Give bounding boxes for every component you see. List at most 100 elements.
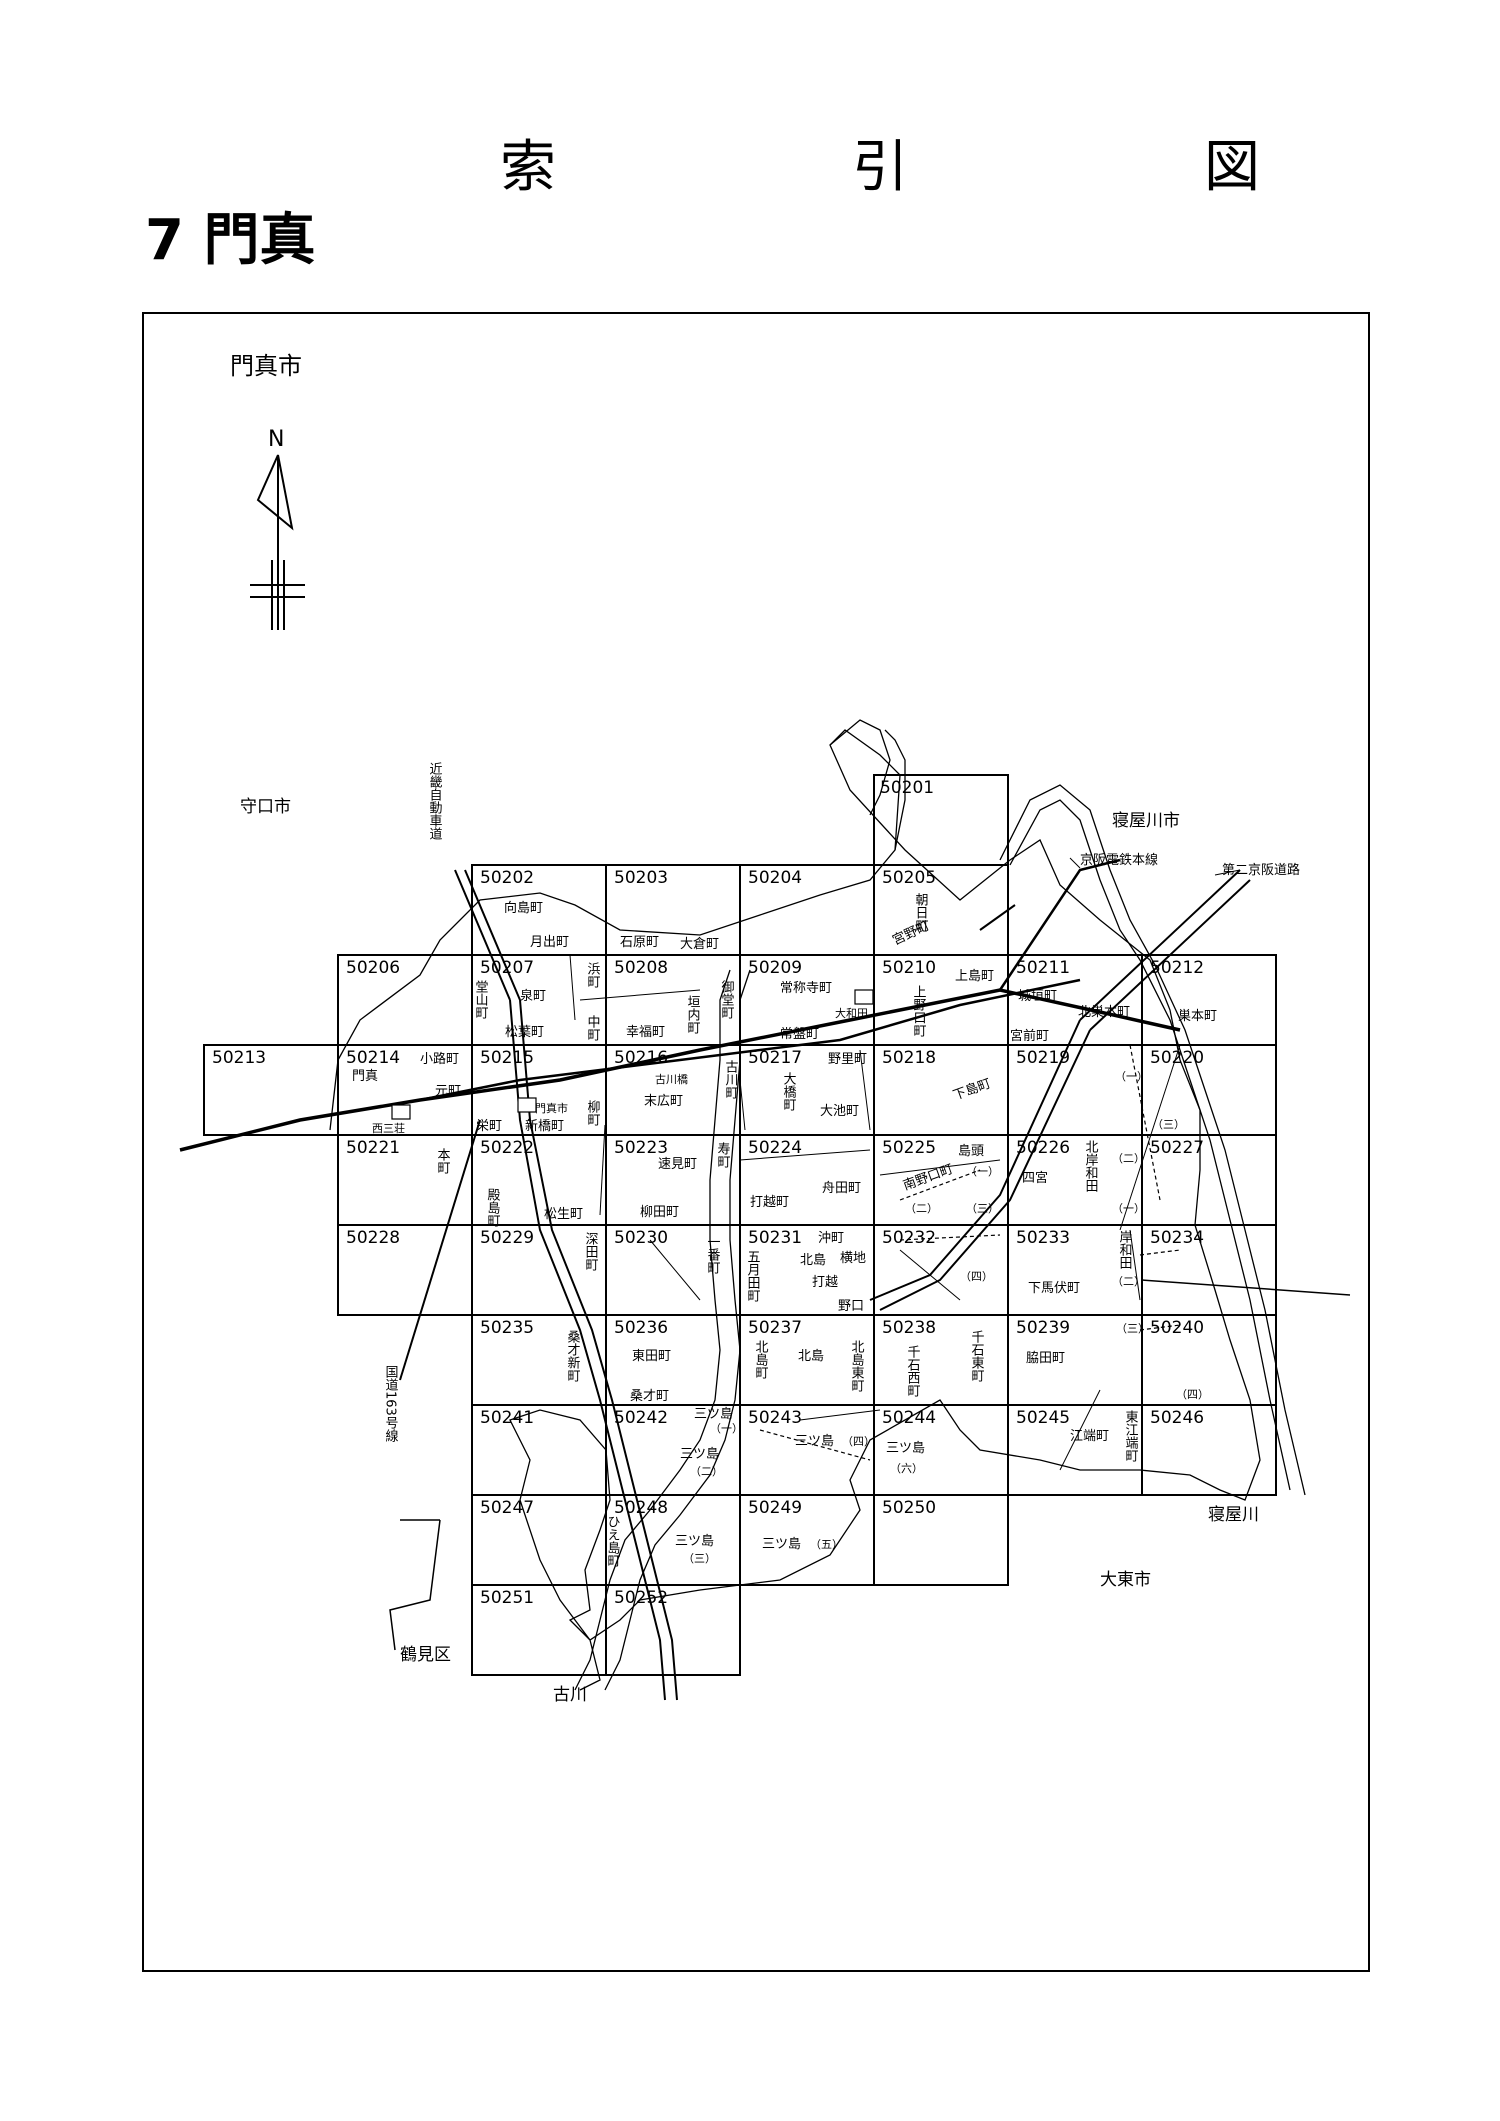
tile-50231[interactable]: 50231 bbox=[748, 1228, 802, 1248]
tile-50230[interactable]: 50230 bbox=[614, 1228, 668, 1248]
tile-50207[interactable]: 50207 bbox=[480, 958, 534, 978]
town-yanagi: 柳町 bbox=[585, 1100, 601, 1126]
town-kofuku: 幸福町 bbox=[626, 1025, 665, 1040]
chome-4c: （四） bbox=[842, 1435, 875, 1448]
tile-50218[interactable]: 50218 bbox=[882, 1048, 936, 1068]
tile-50251[interactable]: 50251 bbox=[480, 1588, 534, 1608]
chome-1c: （一） bbox=[1112, 1202, 1145, 1215]
tile-50202[interactable]: 50202 bbox=[480, 868, 534, 888]
tile-50217[interactable]: 50217 bbox=[748, 1048, 802, 1068]
chome-1a: （一） bbox=[1115, 1070, 1148, 1083]
tile-50237[interactable]: 50237 bbox=[748, 1318, 802, 1338]
town-mukaijima: 向島町 bbox=[504, 900, 543, 916]
tile-grid bbox=[203, 774, 1277, 1676]
town-shimobafushi: 下馬伏町 bbox=[1028, 1281, 1080, 1296]
town-labels: 向島町 月出町 石原町 大倉町 朝日町 宮野町 堂山町 泉町 松葉町 浜町 中町… bbox=[352, 893, 1217, 1567]
town-kitajima-2: 北島 bbox=[798, 1349, 824, 1364]
tile-50225[interactable]: 50225 bbox=[882, 1138, 936, 1158]
tile-50233[interactable]: 50233 bbox=[1016, 1228, 1070, 1248]
town-kadoma: 門真 bbox=[352, 1069, 378, 1084]
town-mitsushima-4: 三ツ島 bbox=[795, 1434, 834, 1449]
tile-50206[interactable]: 50206 bbox=[346, 958, 400, 978]
tile-50232[interactable]: 50232 bbox=[882, 1228, 936, 1248]
town-okimachi: 沖町 bbox=[818, 1231, 844, 1246]
tile-50238[interactable]: 50238 bbox=[882, 1318, 936, 1338]
tile-50250[interactable]: 50250 bbox=[882, 1498, 936, 1518]
chome-1d: （一） bbox=[710, 1422, 743, 1435]
town-nozato: 野里町 bbox=[828, 1052, 867, 1067]
tile-50252[interactable]: 50252 bbox=[614, 1588, 668, 1608]
furukawa-label: 古川 bbox=[553, 1685, 587, 1705]
keihan-line-north bbox=[998, 858, 1121, 991]
tile-50213[interactable]: 50213 bbox=[212, 1048, 266, 1068]
tile-50246[interactable]: 50246 bbox=[1150, 1408, 1204, 1428]
tile-50221[interactable]: 50221 bbox=[346, 1138, 400, 1158]
station-icon bbox=[854, 989, 874, 1005]
tile-50209[interactable]: 50209 bbox=[748, 958, 802, 978]
kinki-expressway-a bbox=[454, 869, 511, 1001]
tile-50223[interactable]: 50223 bbox=[614, 1138, 668, 1158]
route-163 bbox=[399, 1119, 481, 1381]
chome-4b: （四） bbox=[1176, 1388, 1209, 1401]
tile-50224[interactable]: 50224 bbox=[748, 1138, 802, 1158]
tile-50203[interactable]: 50203 bbox=[614, 868, 668, 888]
tile-50239[interactable]: 50239 bbox=[1016, 1318, 1070, 1338]
town-shimoshima: 下島町 bbox=[951, 1076, 993, 1103]
route163-label: 国道163号線 bbox=[383, 1365, 399, 1442]
tile-50248[interactable]: 50248 bbox=[614, 1498, 668, 1518]
tile-50245[interactable]: 50245 bbox=[1016, 1408, 1070, 1428]
tile-50241[interactable]: 50241 bbox=[480, 1408, 534, 1428]
tile-50205[interactable]: 50205 bbox=[882, 868, 936, 888]
city-name: 門真市 bbox=[230, 352, 302, 380]
town-kitakishiwada: 北岸和田 bbox=[1083, 1140, 1099, 1192]
town-kuwasaishin: 桑才新町 bbox=[565, 1330, 581, 1382]
north-arrow-icon: N bbox=[250, 427, 305, 630]
chome-1b: （一） bbox=[966, 1165, 999, 1178]
tile-50210[interactable]: 50210 bbox=[882, 958, 936, 978]
tile-50215[interactable]: 50215 bbox=[480, 1048, 534, 1068]
tile-50214[interactable]: 50214 bbox=[346, 1048, 400, 1068]
daito-boundary bbox=[1141, 1279, 1351, 1296]
town-ishihara: 石原町 bbox=[620, 935, 659, 950]
tile-50240[interactable]: 50240 bbox=[1150, 1318, 1204, 1338]
tile-50243[interactable]: 50243 bbox=[748, 1408, 802, 1428]
town-hayami: 速見町 bbox=[658, 1157, 697, 1172]
tile-50222[interactable]: 50222 bbox=[480, 1138, 534, 1158]
town-shinbashi: 新橋町 bbox=[525, 1118, 564, 1134]
tile-50236[interactable]: 50236 bbox=[614, 1318, 668, 1338]
tile-50228[interactable]: 50228 bbox=[346, 1228, 400, 1248]
tile-50211[interactable]: 50211 bbox=[1016, 958, 1070, 978]
town-kuwasai: 桑才町 bbox=[630, 1389, 669, 1404]
tile-50201[interactable]: 50201 bbox=[880, 778, 934, 798]
kinki-expressway-label: 近畿自動車道 bbox=[427, 762, 443, 840]
neyagawa-city-label: 寝屋川市 bbox=[1112, 810, 1180, 831]
tile-50226[interactable]: 50226 bbox=[1016, 1138, 1070, 1158]
tsurumi-boundary-b bbox=[389, 1519, 441, 1651]
tile-50249[interactable]: 50249 bbox=[748, 1498, 802, 1518]
tile-50235[interactable]: 50235 bbox=[480, 1318, 534, 1338]
tile-50247[interactable]: 50247 bbox=[480, 1498, 534, 1518]
town-kaminoguchi: 上野口町 bbox=[911, 985, 927, 1037]
chome-3a: （三） bbox=[1152, 1118, 1185, 1131]
town-ichiban: 一番町 bbox=[705, 1235, 721, 1274]
tile-50220[interactable]: 50220 bbox=[1150, 1048, 1204, 1068]
tile-50229[interactable]: 50229 bbox=[480, 1228, 534, 1248]
tile-50208[interactable]: 50208 bbox=[614, 958, 668, 978]
town-hiejima: ひえ島町 bbox=[605, 1515, 621, 1567]
chome-6: （六） bbox=[890, 1462, 923, 1475]
town-kitajima-higashi: 北島東町 bbox=[849, 1340, 865, 1392]
station-labels: 門真市 西三荘 古川橋 大和田 bbox=[372, 989, 874, 1135]
tile-50234[interactable]: 50234 bbox=[1150, 1228, 1204, 1248]
town-naka: 中町 bbox=[585, 1015, 601, 1041]
tile-50204[interactable]: 50204 bbox=[748, 868, 802, 888]
tile-50244[interactable]: 50244 bbox=[882, 1408, 936, 1428]
tile-50219[interactable]: 50219 bbox=[1016, 1048, 1070, 1068]
tile-50216[interactable]: 50216 bbox=[614, 1048, 668, 1068]
map-frame bbox=[142, 312, 1370, 1972]
tile-50242[interactable]: 50242 bbox=[614, 1408, 668, 1428]
tile-50227[interactable]: 50227 bbox=[1150, 1138, 1204, 1158]
kinki-expressway-d bbox=[519, 999, 678, 1701]
keihan-railway bbox=[179, 988, 1181, 1152]
town-hama: 浜町 bbox=[585, 962, 601, 988]
tile-50212[interactable]: 50212 bbox=[1150, 958, 1204, 978]
